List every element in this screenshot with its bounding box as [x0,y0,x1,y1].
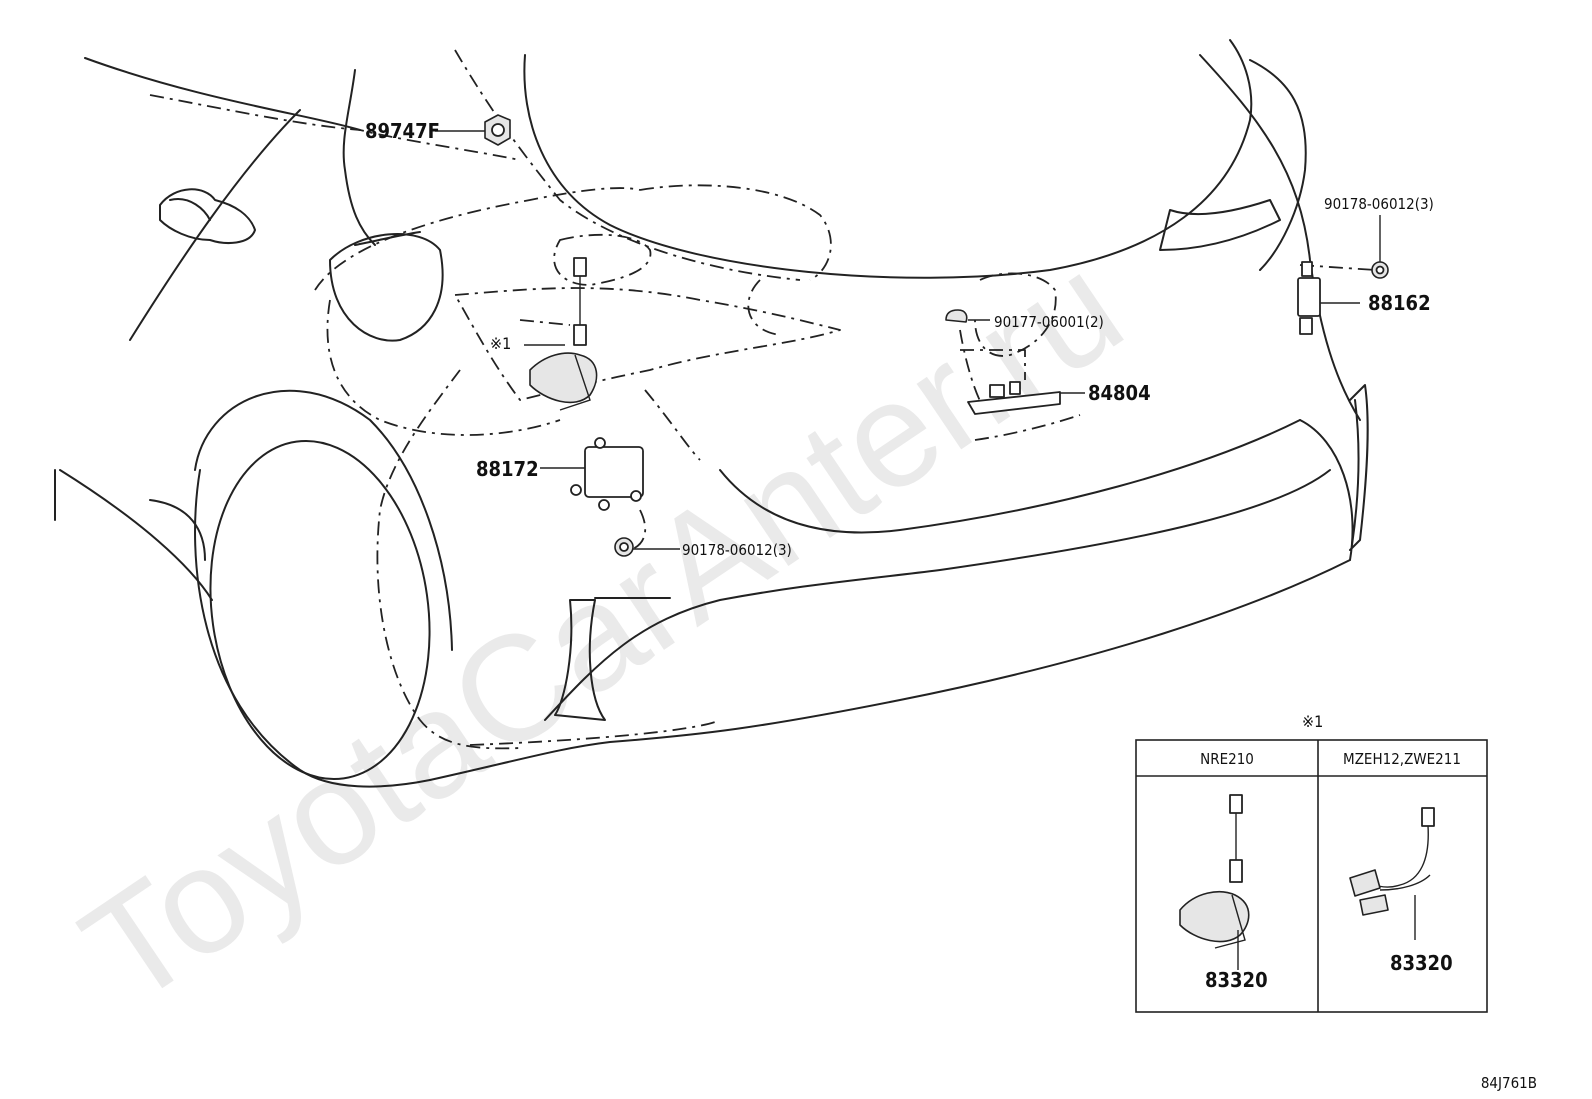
label-84804: 84804 [1088,381,1151,405]
label-88162: 88162 [1368,291,1431,315]
part-83320-sensor [529,257,598,411]
inset-title: ※1 [1302,712,1323,731]
part-89747F-sensor [435,114,511,146]
label-90177: 90177-06001(2) [994,313,1104,331]
part-90177-clip [945,309,990,323]
diagram-code: 84J761B [1481,1074,1537,1092]
part-88162-module [1297,261,1360,335]
inset-header-nre210: NRE210 [1200,750,1254,768]
label-90178-right: 90178-06012(3) [1324,195,1434,213]
car-body-outline [54,39,1369,788]
inset-header-mzeh12: MZEH12,ZWE211 [1343,750,1461,768]
inset-sensor-nre210 [1179,794,1250,970]
variant-inset: ※1 NRE210 MZEH12,ZWE211 83320 83320 [1135,712,1488,1013]
inset-part-nre210: 83320 [1205,968,1268,992]
part-90178-clip-left [614,537,680,557]
note-mark: ※1 [490,334,511,353]
part-88172-module [540,437,644,511]
label-90178-left: 90178-06012(3) [682,541,792,559]
inset-part-mzeh12: 83320 [1390,951,1453,975]
label-89747F: 89747F [365,119,440,143]
watermark: ToyotaCarAnter.ru [54,221,1150,1036]
inset-sensor-mzeh12 [1349,807,1435,940]
part-84804-switch [967,381,1085,415]
hidden-outline [149,49,1376,750]
label-88172: 88172 [476,457,539,481]
part-90178-clip-right [1371,215,1389,279]
